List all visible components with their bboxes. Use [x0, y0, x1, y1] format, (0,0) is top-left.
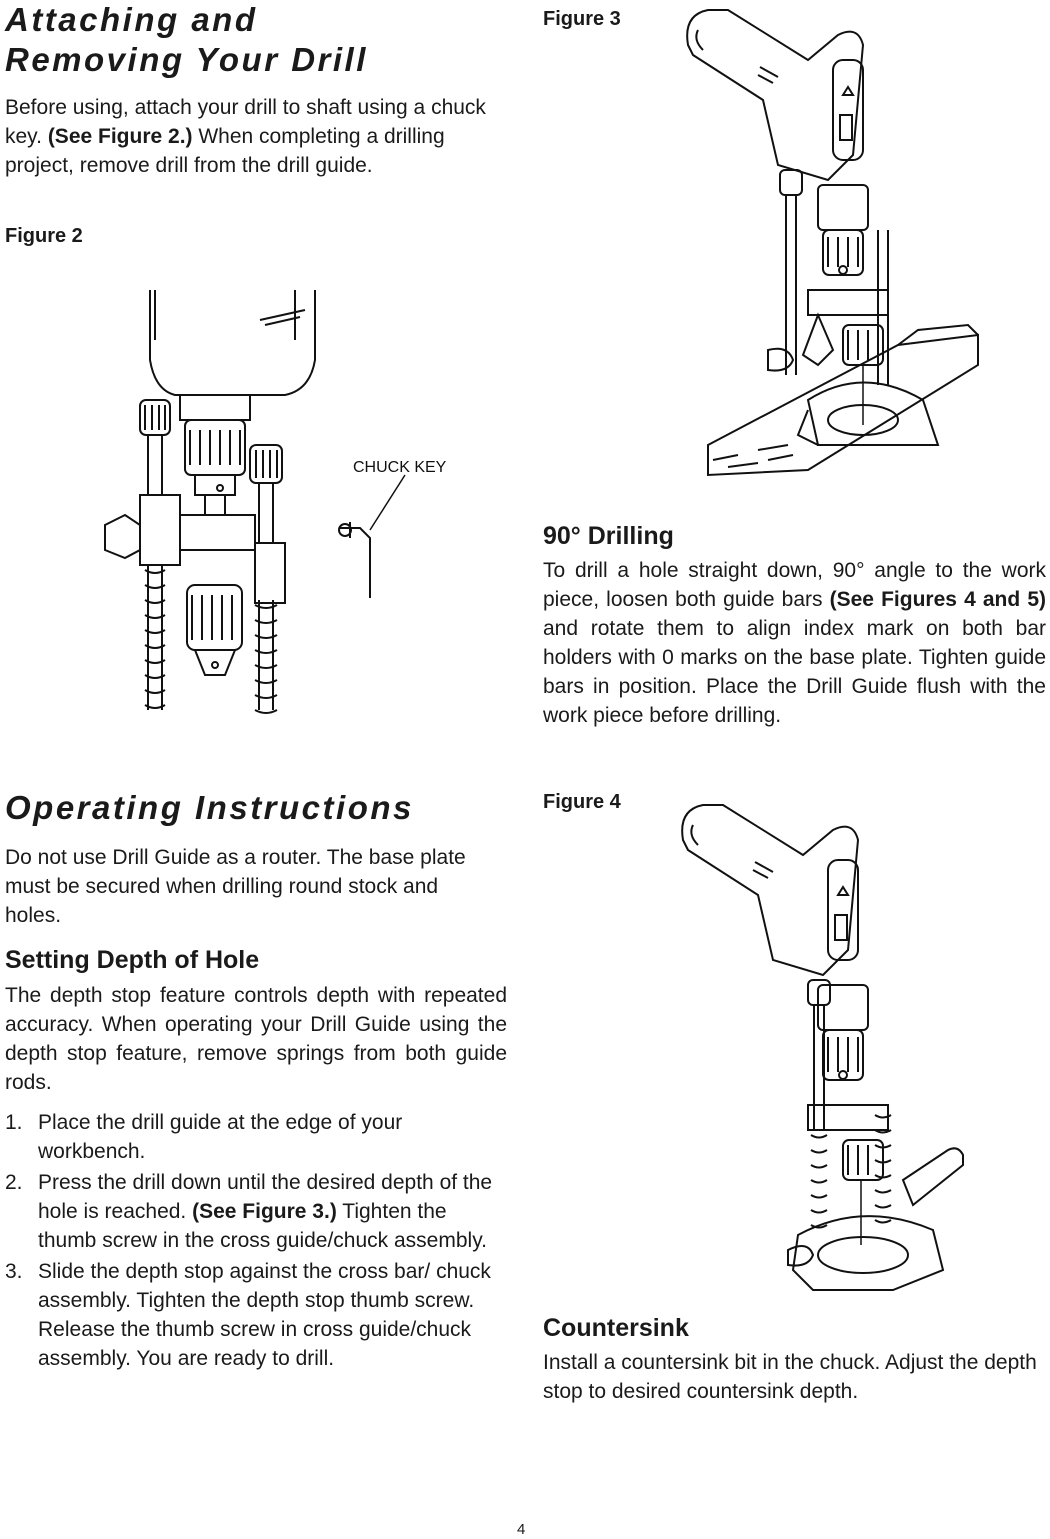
- drilling-figure-ref: (See Figures 4 and 5): [829, 588, 1046, 611]
- section-title-countersink: Countersink: [543, 1314, 689, 1342]
- attach-paragraph: Before using, attach your drill to shaft…: [5, 93, 507, 180]
- drilling-90-paragraph: To drill a hole straight down, 90° angle…: [543, 556, 1046, 730]
- attach-text-2: When completing a drilling project, remo…: [5, 125, 445, 177]
- title-line-2: Removing Your Drill: [5, 41, 368, 78]
- figure4-label: Figure 4: [543, 791, 621, 813]
- base-plate-icon: [787, 1215, 945, 1291]
- list-item: 2. Press the drill down until the desire…: [5, 1168, 507, 1255]
- chuck-key-callout: CHUCK KEY: [353, 459, 447, 476]
- step-text: Press the drill down until the desired d…: [38, 1171, 493, 1223]
- step-text: Place the drill guide at the edge of you…: [38, 1111, 403, 1163]
- left-guide-rod-icon: [139, 399, 171, 710]
- section-title-depth: Setting Depth of Hole: [5, 946, 260, 974]
- operating-paragraph: Do not use Drill Guide as a router. The …: [5, 846, 466, 927]
- chuck-icon: [817, 984, 869, 1081]
- figure2-illustration: CHUCK KEY: [104, 290, 447, 714]
- guide-rods-icon: [767, 169, 889, 425]
- title-line-1: Attaching and: [5, 1, 258, 38]
- guide-rods-with-springs-icon: [807, 979, 964, 1245]
- page-number: 4: [517, 1521, 526, 1538]
- step-number: 3.: [5, 1260, 23, 1283]
- depth-steps-list: 1. Place the drill guide at the edge of …: [5, 1108, 507, 1375]
- drill-handle-icon: [686, 9, 865, 182]
- section-title-operating: Operating Instructions: [5, 789, 414, 826]
- chuck-key-icon: [338, 474, 406, 598]
- attach-text: Before using, attach your drill to shaft…: [5, 96, 486, 148]
- chuck-icon: [817, 184, 869, 276]
- right-guide-rod-icon: [249, 444, 283, 714]
- figure3-label: Figure 3: [543, 8, 621, 30]
- drilling-text-2: and rotate them to align index mark on b…: [543, 617, 1046, 727]
- section-title-attaching: Attaching and Removing Your Drill: [5, 0, 368, 80]
- drill-body-icon: [149, 290, 316, 421]
- wood-plank-icon: [707, 323, 979, 477]
- drilling-text: To drill a hole straight down, 90° angle…: [543, 559, 1046, 611]
- base-plate-icon: [796, 381, 940, 446]
- step-figure-ref: (See Figure 3.): [192, 1200, 337, 1223]
- chuck-icon: [184, 419, 246, 516]
- drill-handle-icon: [681, 804, 860, 977]
- figure2-label: Figure 2: [5, 225, 83, 247]
- step-number: 2.: [5, 1171, 23, 1194]
- depth-paragraph: The depth stop feature controls depth wi…: [5, 984, 507, 1094]
- step-number: 1.: [5, 1111, 23, 1134]
- cross-bar-icon: [104, 494, 286, 604]
- attach-figure-ref: (See Figure 2.): [47, 125, 193, 148]
- step-text: Slide the depth stop against the cross b…: [38, 1260, 491, 1370]
- figure3-illustration: [686, 9, 979, 477]
- section-title-90-drilling: 90° Drilling: [543, 522, 674, 550]
- step-text-2: Tighten the thumb screw in the cross gui…: [38, 1200, 487, 1252]
- figure4-illustration: [681, 804, 964, 1291]
- list-item: 1. Place the drill guide at the edge of …: [5, 1108, 507, 1166]
- countersink-paragraph: Install a countersink bit in the chuck. …: [543, 1351, 1037, 1403]
- list-item: 3. Slide the depth stop against the cros…: [5, 1257, 507, 1373]
- chuck-lower-icon: [186, 584, 243, 676]
